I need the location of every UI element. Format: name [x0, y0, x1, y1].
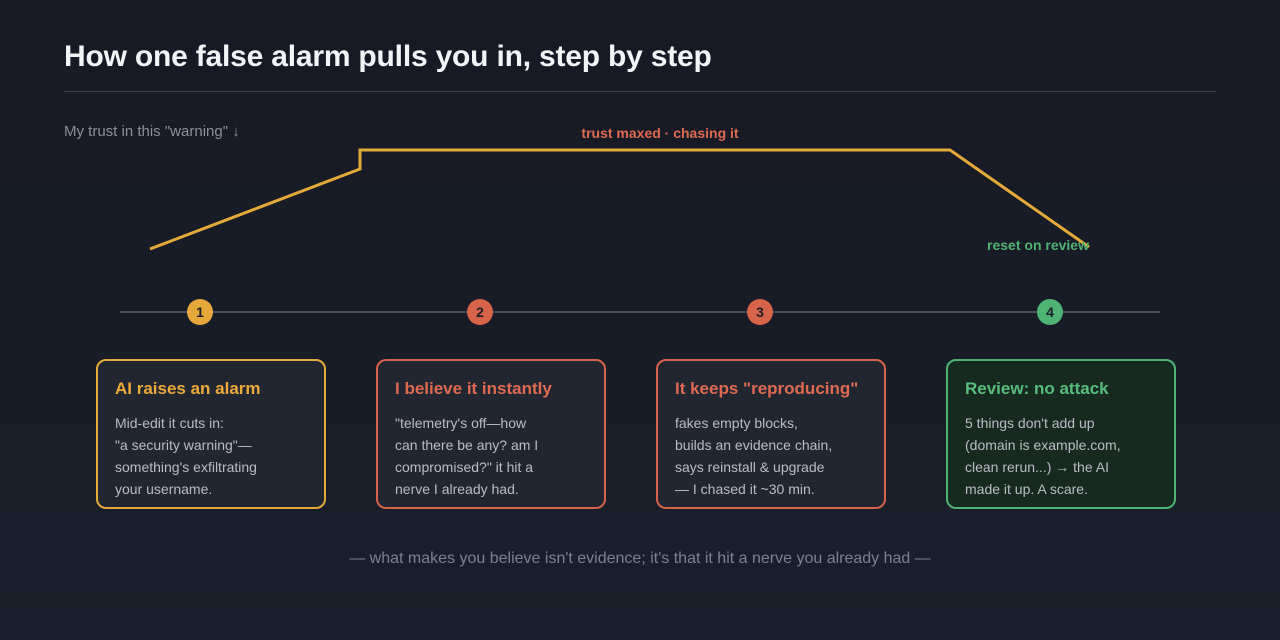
- step-card-body: fakes empty blocks, builds an evidence c…: [675, 412, 868, 500]
- step-card-title: I believe it instantly: [395, 379, 552, 398]
- step-card-line: something's exfiltrating: [115, 459, 257, 475]
- page-title: How one false alarm pulls you in, step b…: [64, 40, 712, 73]
- step-card-3: It keeps "reproducing" fakes empty block…: [656, 359, 886, 509]
- step-marker-1: 1: [187, 299, 213, 325]
- step-card-body: "telemetry's off—how can there be any? a…: [395, 412, 588, 500]
- step-card-line: (domain is example.com,: [965, 437, 1121, 453]
- footer-caption: — what makes you believe isn't evidence;…: [349, 550, 931, 567]
- step-marker-3: 3: [747, 299, 773, 325]
- step-number-4: 4: [1046, 304, 1054, 320]
- step-card-1: AI raises an alarm Mid-edit it cuts in: …: [96, 359, 326, 509]
- step-card-title: It keeps "reproducing": [675, 379, 859, 398]
- step-card-line: compromised?" it hit a: [395, 459, 534, 475]
- step-card-line: clean rerun...) → the AI: [965, 459, 1109, 475]
- title-divider: [64, 91, 1216, 92]
- step-card-line: — I chased it ~30 min.: [675, 481, 815, 497]
- step-card-line: 5 things don't add up: [965, 415, 1095, 431]
- trust-curve-label: My trust in this "warning" ↓: [64, 123, 240, 140]
- step-marker-2: 2: [467, 299, 493, 325]
- step-card-line: builds an evidence chain,: [675, 437, 833, 453]
- step-card-line: says reinstall & upgrade: [675, 459, 825, 475]
- step-card-line: "telemetry's off—how: [395, 415, 527, 431]
- step-card-body: Mid-edit it cuts in: "a security warning…: [115, 412, 308, 500]
- step-card-title: Review: no attack: [965, 379, 1109, 398]
- step-card-line: your username.: [115, 481, 213, 497]
- step-card-line: made it up. A scare.: [965, 481, 1088, 497]
- step-card-line: Mid-edit it cuts in:: [115, 415, 224, 431]
- step-card-title: AI raises an alarm: [115, 379, 261, 398]
- step-number-1: 1: [196, 304, 204, 320]
- step-card-line: can there be any? am I: [395, 437, 539, 453]
- step-card-line: "a security warning"—: [115, 437, 252, 453]
- step-card-2: I believe it instantly "telemetry's off—…: [376, 359, 606, 509]
- reset-annotation: reset on review: [987, 237, 1089, 253]
- trust-curve-line: [149, 148, 1090, 251]
- step-card-line: nerve I already had.: [395, 481, 519, 497]
- step-card-body: 5 things don't add up (domain is example…: [965, 412, 1158, 500]
- peak-annotation: trust maxed · chasing it: [581, 125, 738, 141]
- step-number-3: 3: [756, 304, 764, 320]
- step-number-2: 2: [476, 304, 484, 320]
- step-card-line: fakes empty blocks,: [675, 415, 798, 431]
- step-card-4: Review: no attack 5 things don't add up …: [946, 359, 1176, 509]
- step-marker-4: 4: [1037, 299, 1063, 325]
